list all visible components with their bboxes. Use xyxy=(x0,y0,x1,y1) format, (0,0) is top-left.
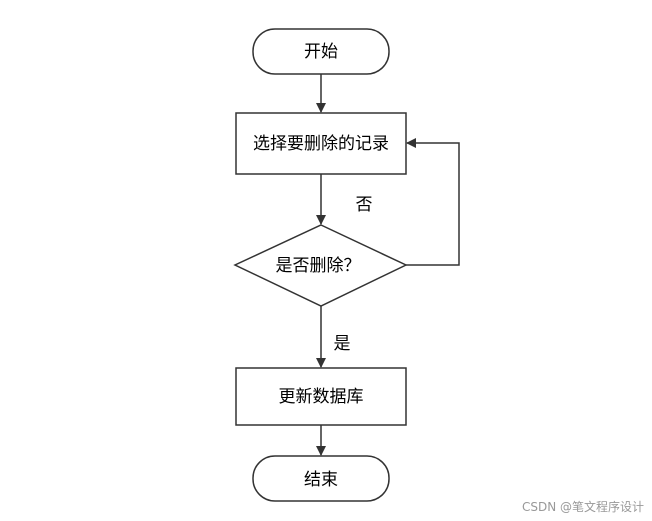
end-label: 结束 xyxy=(304,470,338,490)
arrow-no-loop xyxy=(406,138,460,266)
select-node xyxy=(235,112,407,175)
no-edge-label: 否 xyxy=(356,195,373,215)
update-label: 更新数据库 xyxy=(279,387,364,407)
start-label: 开始 xyxy=(304,42,338,62)
end-node xyxy=(252,455,390,502)
select-label: 选择要删除的记录 xyxy=(253,134,389,154)
watermark: CSDN @笔文程序设计 xyxy=(521,500,644,514)
decision-label: 是否删除？ xyxy=(276,256,361,276)
yes-edge-label: 是 xyxy=(334,334,351,354)
